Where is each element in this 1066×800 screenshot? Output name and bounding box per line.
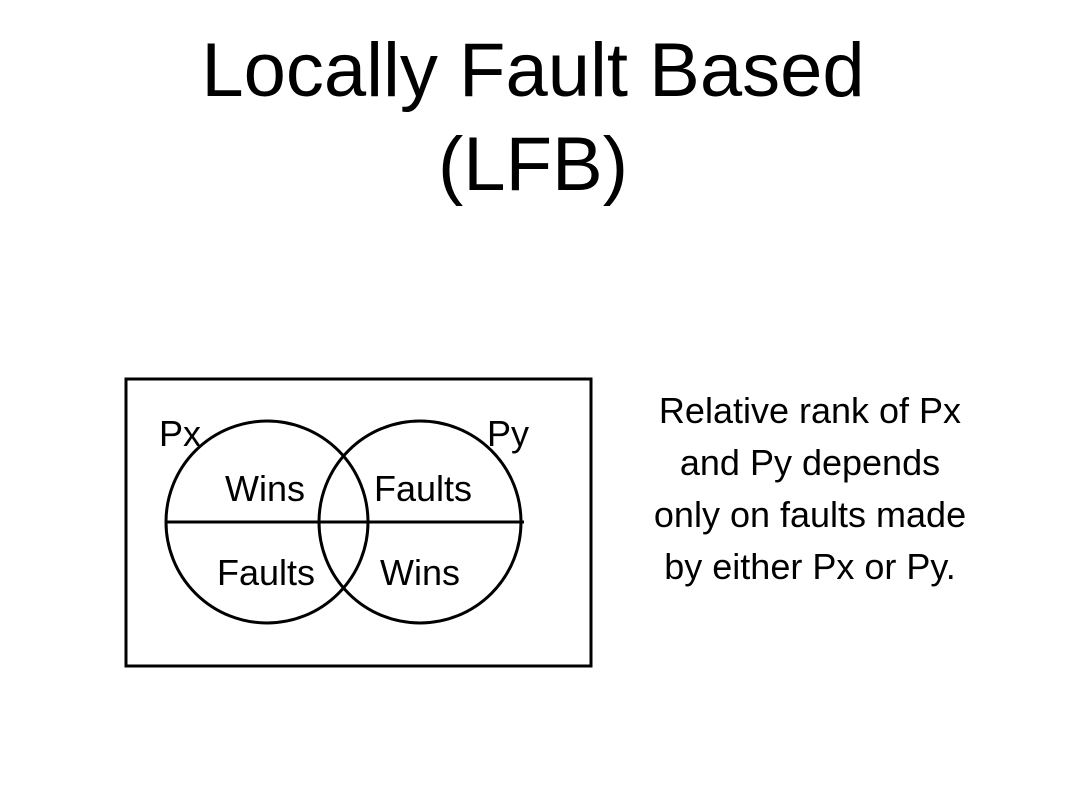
px-label: Px [159,413,201,454]
slide-title: Locally Fault Based (LFB) [0,24,1066,212]
diagram-frame [124,377,593,668]
py-faults-region: Faults [374,468,472,509]
py-label: Py [487,413,529,454]
px-wins-region: Wins [225,468,305,509]
caption-line-1: Relative rank of Px [658,390,962,431]
caption-line-2: and Py depends [679,442,941,483]
px-faults-region: Faults [217,552,315,593]
title-line-2: (LFB) [438,122,628,207]
py-wins-region: Wins [380,552,460,593]
title-line-1: Locally Fault Based [201,28,865,113]
caption: Relative rank of Px and Py depends only … [610,385,1010,593]
caption-line-3: only on faults made [653,494,967,535]
caption-line-4: by either Px or Py. [664,546,956,587]
